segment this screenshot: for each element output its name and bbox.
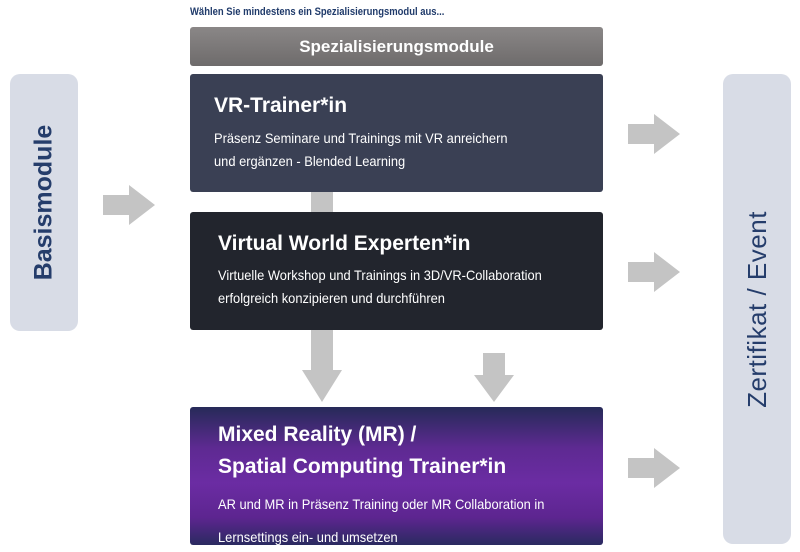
module-title: VR-Trainer*in xyxy=(214,94,348,117)
module-title-line: Spatial Computing Trainer*in xyxy=(218,455,507,478)
basismodule-label: Basismodule xyxy=(29,124,58,281)
module-description-line: erfolgreich konzipieren und durchführen xyxy=(218,290,445,306)
module-description-line: Virtuelle Workshop und Trainings in 3D/V… xyxy=(218,267,542,283)
right-arrow-icon xyxy=(628,252,680,292)
module-description-line: Präsenz Seminare und Trainings mit VR an… xyxy=(214,130,508,146)
instruction-text: Wählen Sie mindestens ein Spezialisierun… xyxy=(190,6,445,18)
vr-trainer-module: VR-Trainer*in Präsenz Seminare und Train… xyxy=(190,74,603,192)
basismodule-box: Basismodule xyxy=(10,74,78,331)
spezialisierungsmodule-header: Spezialisierungsmodule xyxy=(190,27,603,66)
right-arrow-icon xyxy=(628,114,680,154)
zertifikat-event-box: Zertifikat / Event xyxy=(723,74,791,544)
module-title-line: Mixed Reality (MR) / xyxy=(218,423,417,446)
module-connector xyxy=(311,192,333,212)
mixed-reality-module: Mixed Reality (MR) / Spatial Computing T… xyxy=(190,407,603,545)
module-description-line: AR und MR in Präsenz Training oder MR Co… xyxy=(218,496,545,512)
down-arrow-icon xyxy=(302,330,342,402)
right-arrow-icon xyxy=(628,448,680,488)
module-description-line: Lernsettings ein- und umsetzen xyxy=(218,529,398,545)
zertifikat-event-label: Zertifikat / Event xyxy=(741,210,772,408)
module-description-line: und ergänzen - Blended Learning xyxy=(214,153,406,169)
module-title: Virtual World Experten*in xyxy=(218,232,471,255)
down-arrow-icon xyxy=(474,353,514,402)
right-arrow-icon xyxy=(103,185,155,225)
virtual-world-expert-module: Virtual World Experten*in Virtuelle Work… xyxy=(190,212,603,330)
